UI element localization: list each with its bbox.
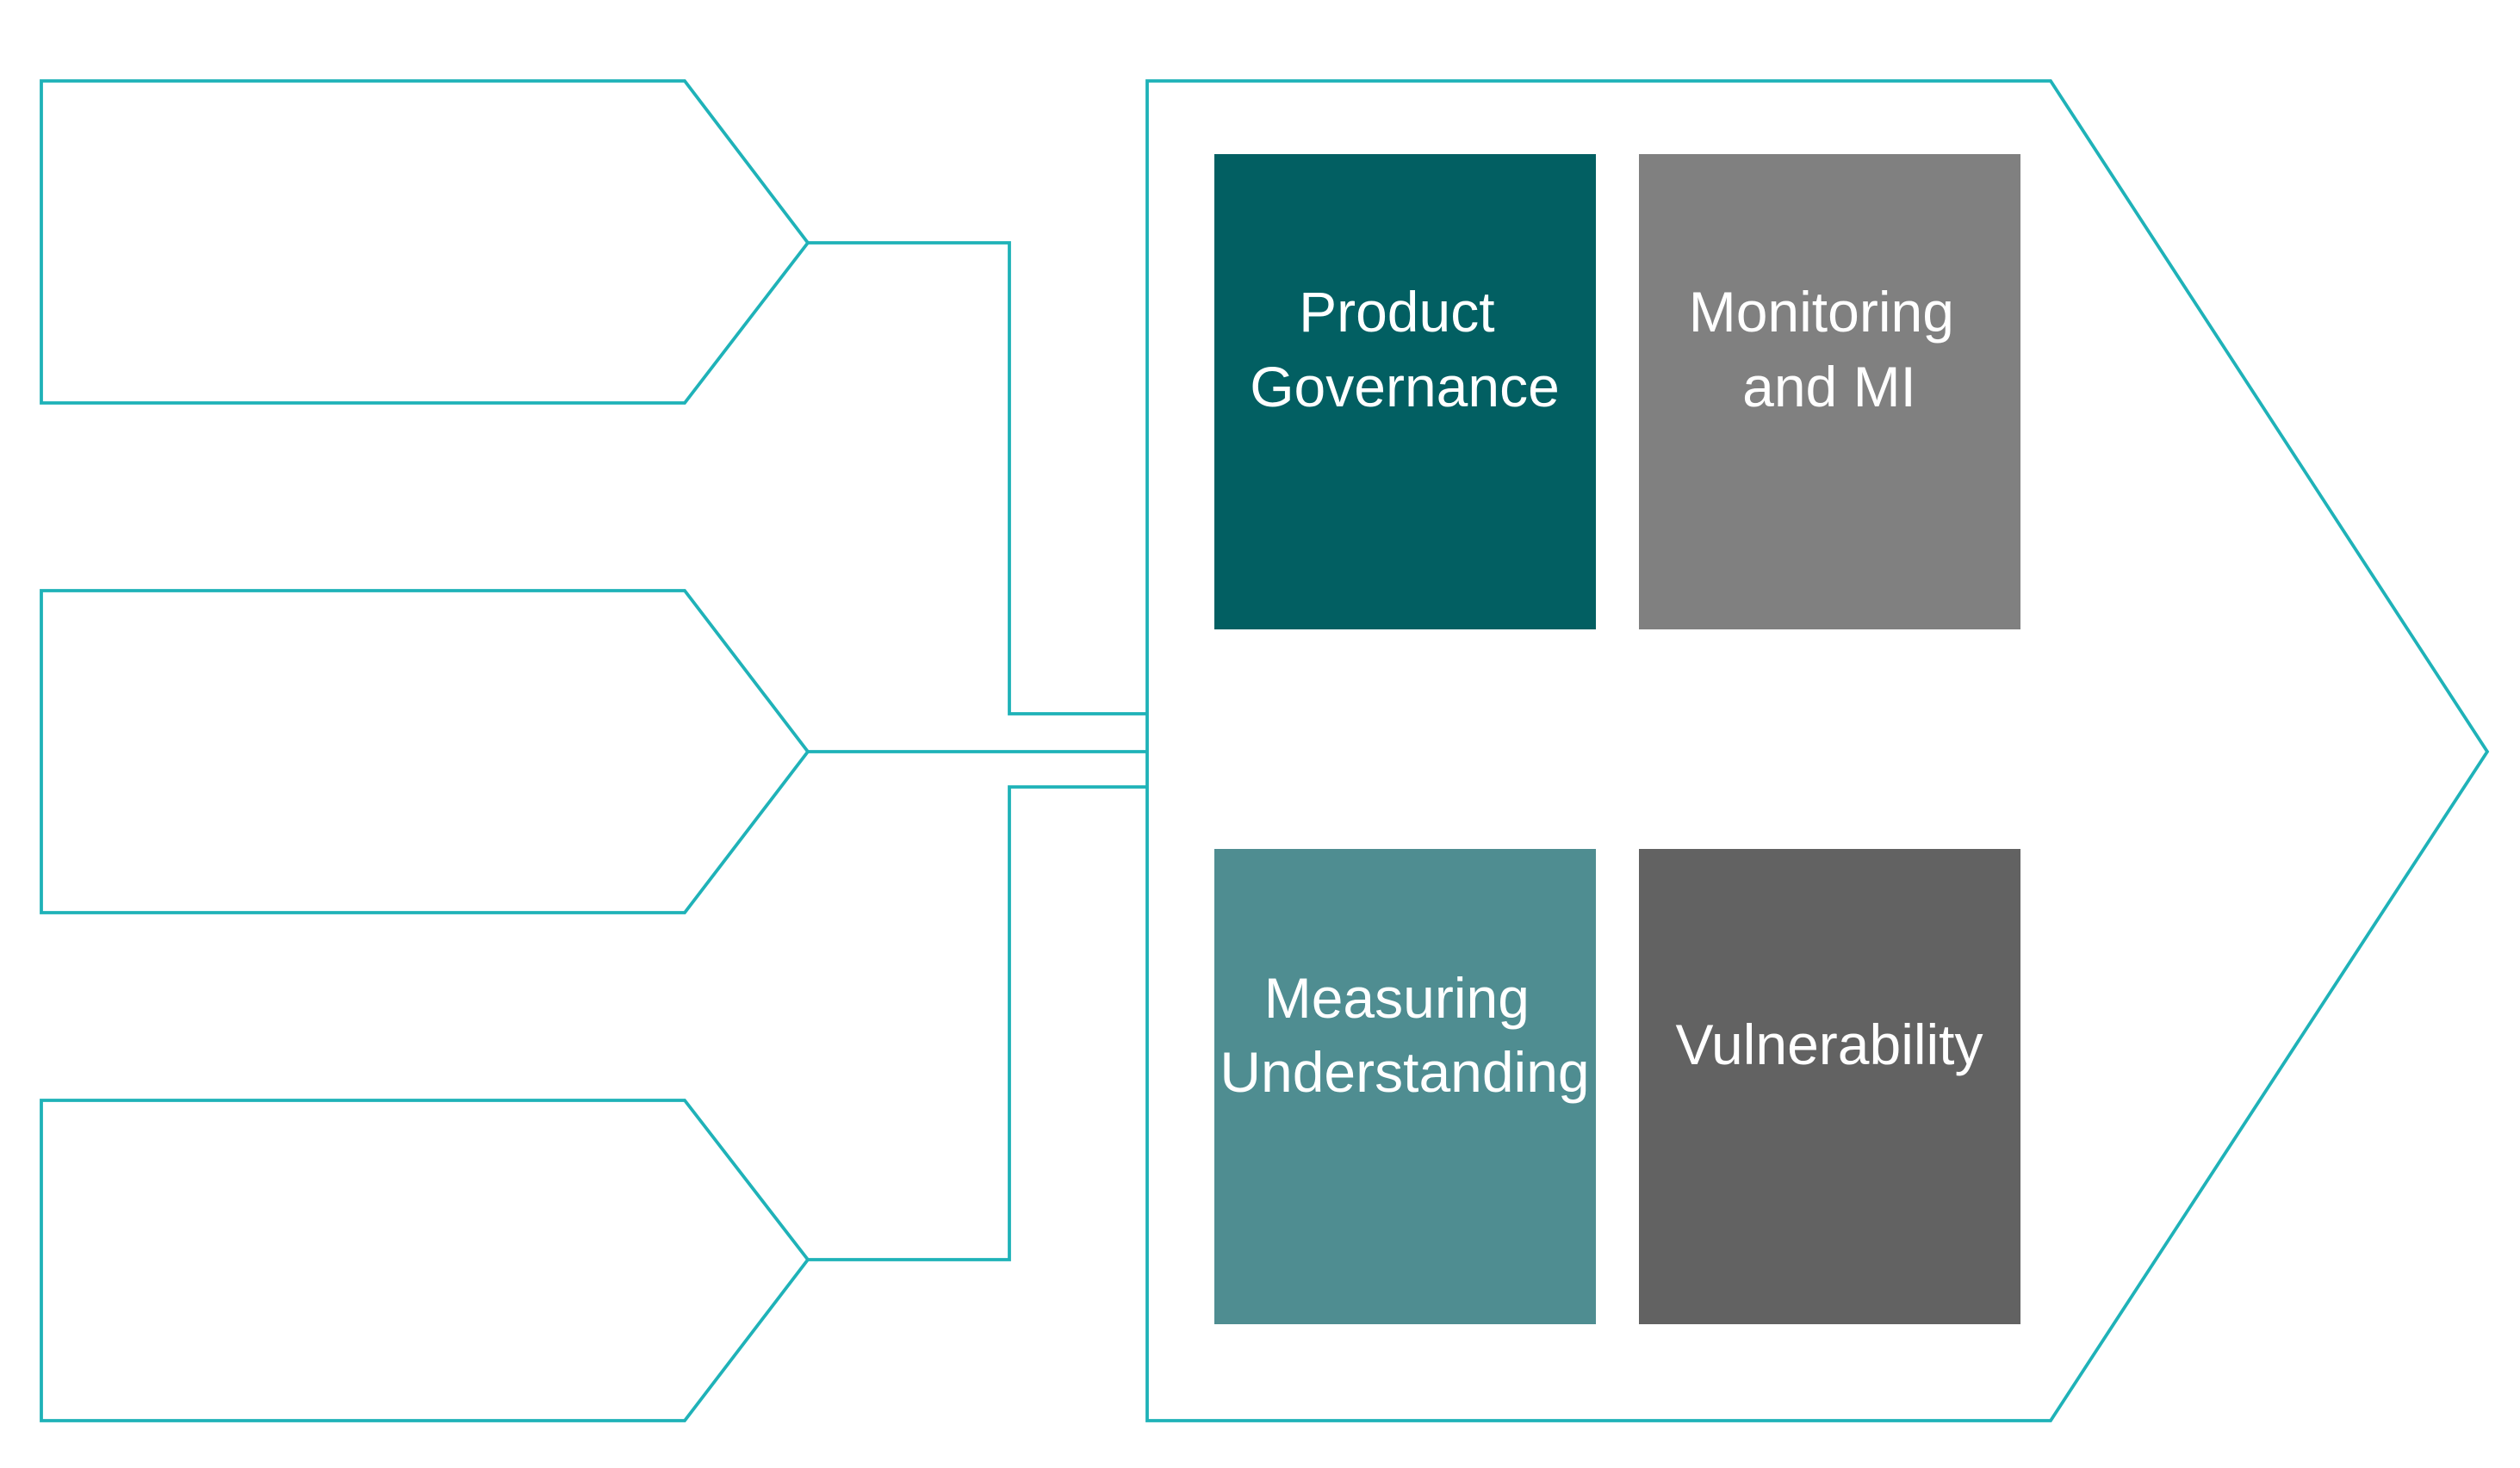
box-product-governance-line-1: Product [1299,280,1494,344]
connector-bottom [808,785,1147,1261]
input-arrow-middle [40,589,810,914]
box-product-governance-fill [1214,154,1596,629]
target-arrow [1145,79,2490,1422]
box-measuring-understanding: Measuring Understanding [1214,849,1596,1324]
box-monitoring-and-mi-line-2: and MI [1742,355,1916,418]
box-measuring-understanding-line-2: Understanding [1220,1040,1589,1104]
box-monitoring-and-mi: Monitoring and MI [1639,154,2020,629]
box-product-governance: Product Governance [1214,154,1596,629]
box-measuring-understanding-fill [1214,849,1596,1324]
box-vulnerability-label: Vulnerability [1675,1013,1983,1076]
box-monitoring-and-mi-line-1: Monitoring [1689,280,1954,344]
box-measuring-understanding-line-1: Measuring [1264,966,1530,1030]
box-product-governance-label: Product Governance [1250,280,1560,418]
box-vulnerability: Vulnerability [1639,849,2020,1324]
box-measuring-understanding-label: Measuring Understanding [1220,966,1589,1104]
box-monitoring-and-mi-fill [1639,154,2020,629]
connector-top [808,241,1147,715]
input-arrow-bottom [40,1099,810,1422]
input-arrow-top [40,79,810,405]
box-product-governance-line-2: Governance [1250,355,1560,418]
box-vulnerability-line-1: Vulnerability [1675,1013,1983,1076]
box-monitoring-and-mi-label: Monitoring and MI [1689,280,1971,418]
box-vulnerability-fill [1639,849,2020,1324]
